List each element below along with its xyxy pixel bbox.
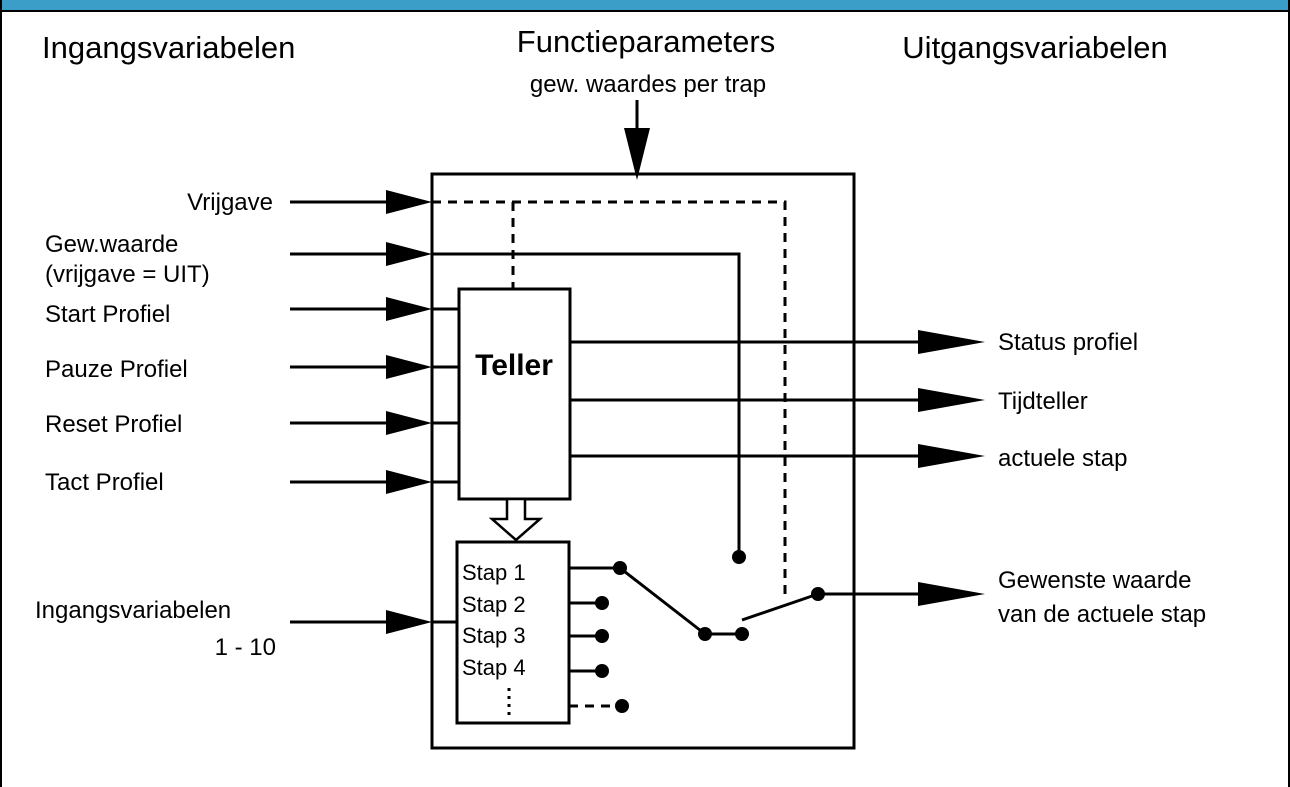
- step-label-2: Stap 2: [462, 592, 526, 617]
- output-label-timer: Tijdteller: [998, 388, 1088, 415]
- input-label-tact: Tact Profiel: [45, 469, 164, 496]
- input-label-pause: Pauze Profiel: [45, 356, 188, 383]
- step-more-contact: [615, 699, 629, 713]
- input-arrowhead-reset: [386, 411, 432, 435]
- output-arrowhead-status: [918, 330, 985, 354]
- header-outputs: Uitgangsvariabelen: [902, 30, 1167, 65]
- input-label-reset: Reset Profiel: [45, 411, 182, 438]
- counter-to-steps-arrow: [488, 497, 544, 542]
- input-arrowhead-tact: [386, 470, 432, 494]
- output-arrowhead-setpoint: [918, 582, 985, 606]
- input-arrowhead-pause: [386, 355, 432, 379]
- step-4-contact: [595, 664, 609, 678]
- output-label-setpoint-1: Gewenste waarde: [998, 567, 1191, 594]
- output-label-current-step: actuele stap: [998, 445, 1127, 472]
- setpoint-line: [432, 252, 741, 557]
- header-params-sub: gew. waardes per trap: [530, 71, 766, 98]
- output-arrowhead-timer: [918, 388, 985, 412]
- input-label-start: Start Profiel: [45, 301, 170, 328]
- input-label-enable: Vrijgave: [187, 189, 273, 216]
- header-params: Functieparameters: [517, 24, 775, 59]
- output-label-setpoint-2: van de actuele stap: [998, 601, 1206, 628]
- input-label-steps-2: 1 - 10: [215, 634, 276, 661]
- input-label-steps-1: Ingangsvariabelen: [35, 597, 231, 624]
- step-label-3: Stap 3: [462, 623, 526, 648]
- counter-box: [457, 287, 572, 501]
- top-bar: [0, 0, 1290, 11]
- enable-dashed-line-switch: [432, 200, 787, 598]
- setpoint-contact: [732, 550, 746, 564]
- input-label-setpoint-2: (vrijgave = UIT): [45, 261, 210, 288]
- input-arrowhead-enable: [386, 190, 432, 214]
- step-label-4: Stap 4: [462, 655, 526, 680]
- input-label-setpoint-1: Gew.waarde: [45, 231, 178, 258]
- input-arrowhead-setpoint: [386, 242, 432, 266]
- counter-label: Teller: [475, 349, 553, 382]
- step-box: [455, 540, 571, 725]
- function-block: [430, 172, 856, 750]
- step-switch-blade: [619, 566, 706, 636]
- params-arrow-head: [624, 128, 650, 180]
- step-3-contact: [595, 629, 609, 643]
- input-arrowhead-start: [386, 297, 432, 321]
- step-2-contact: [595, 596, 609, 610]
- mode-switch-pivot: [735, 627, 749, 641]
- output-arrowhead-current-step: [918, 444, 985, 468]
- input-arrowhead-steps: [386, 610, 432, 634]
- mode-switch-blade: [741, 592, 819, 622]
- step-label-1: Stap 1: [462, 560, 526, 585]
- output-label-status: Status profiel: [998, 329, 1138, 356]
- header-inputs: Ingangsvariabelen: [42, 30, 295, 65]
